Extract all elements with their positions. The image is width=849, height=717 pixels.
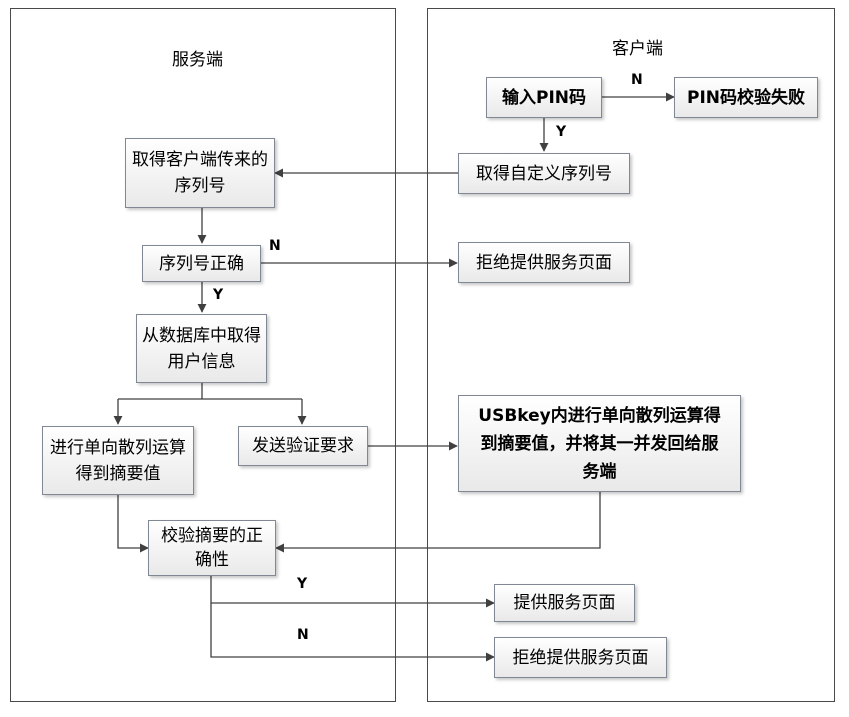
server-lane-title: 服务端 (172, 50, 223, 70)
input-pin-box: 输入PIN码 (486, 77, 602, 118)
reject-box-2: 拒绝提供服务页面 (494, 637, 667, 678)
provide-service-box: 提供服务页面 (494, 584, 635, 622)
custom-serial-box: 取得自定义序列号 (458, 153, 630, 194)
arrow-compute-to-verify (117, 495, 149, 553)
usbkey-box: USBkey内进行单向散列运算得到摘要值，并将其一并发回给服务端 (458, 395, 741, 492)
client-lane-title: 客户端 (612, 39, 663, 59)
arrow-usbkey-to-verify (275, 492, 601, 553)
client-serial-box: 取得客户端传来的序列号 (125, 138, 275, 208)
arrow-verify-to-reject (210, 603, 495, 662)
serial-y-label: Y (213, 287, 224, 303)
serial-check-box: 序列号正确 (142, 245, 261, 282)
user-info-box: 从数据库中取得用户信息 (136, 314, 267, 383)
send-verify-box: 发送验证要求 (238, 426, 368, 466)
verify-n-label: N (297, 627, 309, 643)
pin-y-label: Y (556, 124, 567, 140)
verify-digest-box: 校验摘要的正确性 (148, 520, 276, 576)
pin-n-label: N (631, 72, 643, 88)
arrow-verify-to-provide (210, 576, 495, 608)
pin-fail-box: PIN码校验失败 (674, 77, 818, 118)
verify-y-label: Y (297, 576, 308, 592)
serial-n-label: N (269, 238, 281, 254)
compute-digest-box: 进行单向散列运算得到摘要值 (42, 426, 194, 495)
reject-box-1: 拒绝提供服务页面 (458, 242, 630, 283)
